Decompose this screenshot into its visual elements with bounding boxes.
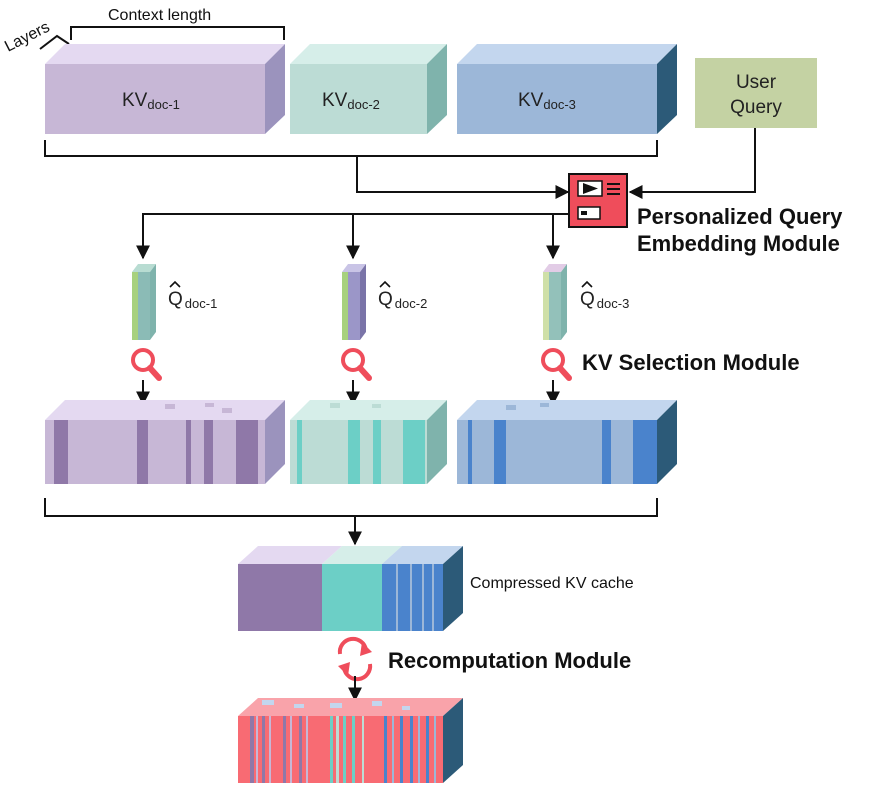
refresh-cycle-icon [337, 636, 373, 682]
embedding-module-title-1: Personalized Query [637, 204, 843, 229]
embedding-module-title-2: Embedding Module [637, 231, 840, 256]
recomputation-title: Recomputation Module [388, 648, 631, 673]
query-to-module-arrow [628, 128, 756, 199]
context-length-label: Context length [108, 7, 211, 24]
kv-doc-1-label: KVdoc-1 [122, 90, 180, 112]
user-query-box: User Query [695, 58, 817, 128]
q-hat-mark-1 [169, 280, 181, 288]
selected-kv-doc-2 [290, 400, 447, 484]
selected-kv-doc-3 [457, 400, 677, 484]
q-hat-mark-2 [379, 280, 391, 288]
q-hat-mark-3 [581, 280, 593, 288]
selected-group-bracket [44, 498, 658, 517]
magnifier-icon [131, 348, 162, 381]
kv-to-module-arrow [356, 156, 570, 199]
selected-kv-doc-1 [45, 400, 285, 484]
kv-group-bracket [44, 140, 658, 157]
layers-bracket [39, 34, 70, 50]
magnifier-icon [541, 348, 572, 381]
kv-doc-2-label: KVdoc-2 [322, 90, 380, 112]
kv-selection-title: KV Selection Module [582, 350, 800, 375]
q-embedding-doc-1 [132, 264, 156, 340]
q-embedding-doc-2 [342, 264, 366, 340]
compressed-kv-label: Compressed KV cache [470, 575, 634, 592]
embedding-module-icon [568, 173, 628, 228]
magnifier-icon [341, 348, 372, 381]
compressed-kv-cache [238, 546, 463, 631]
kv-block-doc-3: KVdoc-3 [457, 44, 677, 134]
kv-block-doc-2: KVdoc-2 [290, 44, 447, 134]
kv-block-doc-1: KVdoc-1 [45, 44, 285, 134]
layers-label: Layers [2, 19, 53, 56]
user-query-line2: Query [730, 97, 782, 118]
q-embedding-doc-3 [543, 264, 567, 340]
recomputed-kv-cache [238, 698, 463, 783]
kv-doc-3-label: KVdoc-3 [518, 90, 576, 112]
user-query-line1: User [736, 72, 777, 93]
context-length-bracket [70, 26, 285, 40]
module-distribution-line [136, 213, 569, 260]
